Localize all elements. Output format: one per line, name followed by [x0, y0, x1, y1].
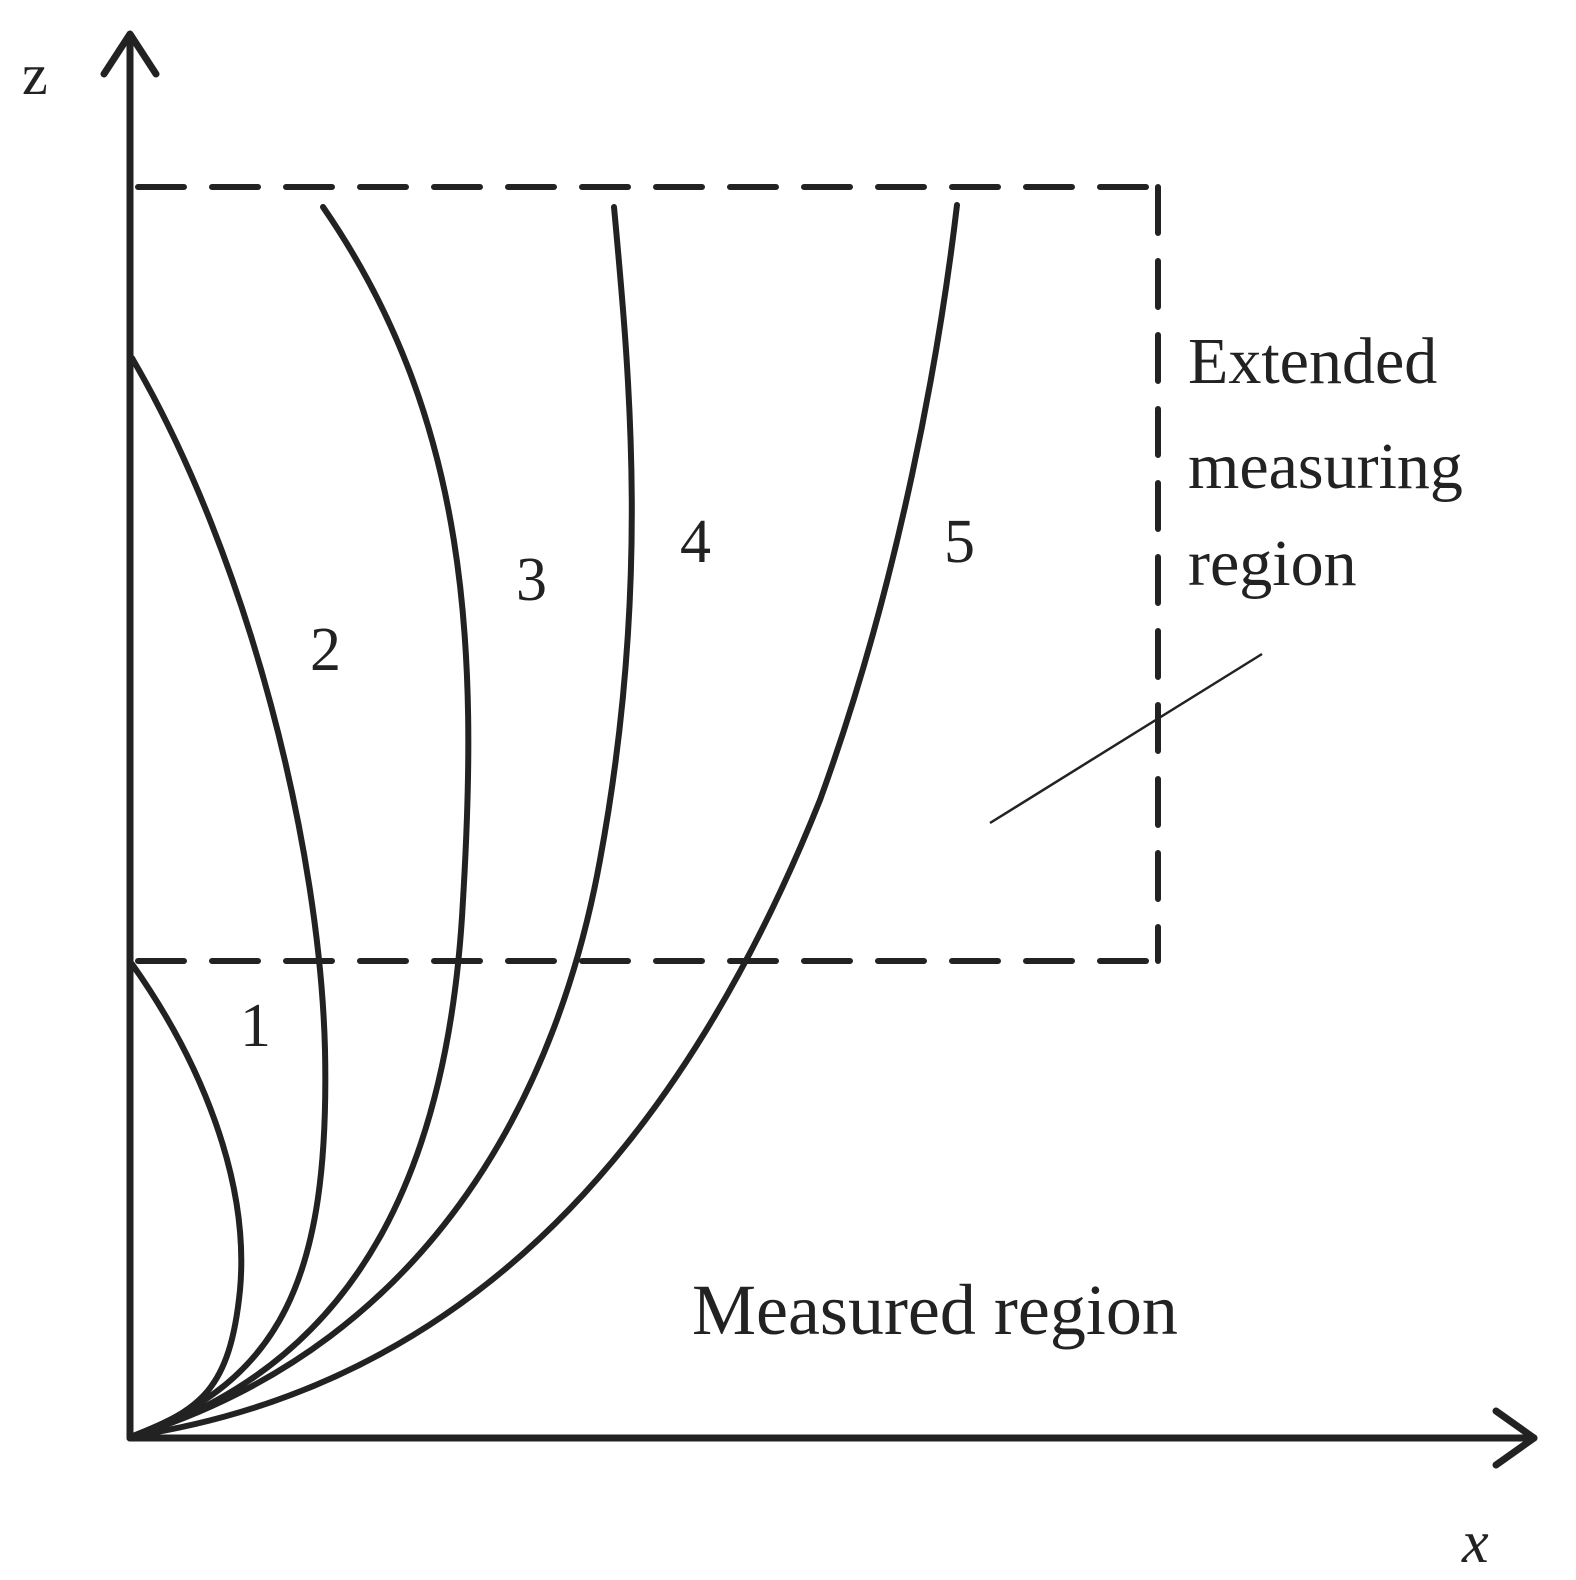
region-boundaries: [135, 184, 1161, 964]
z-axis-label: z: [22, 42, 48, 107]
axes: [100, 30, 1538, 1469]
z-axis-arrowhead: [100, 30, 160, 78]
curve-1: [129, 961, 245, 1439]
extended-region-label: Extended measuring region: [1188, 325, 1463, 600]
measured-region-label: Measured region: [692, 1270, 1178, 1350]
curve-label-2: 2: [310, 616, 341, 684]
curve-label-3: 3: [516, 546, 547, 614]
curve-5: [130, 202, 960, 1439]
curve-labels: 1 2 3 4 5: [240, 508, 975, 1060]
curve-label-5: 5: [944, 508, 975, 576]
x-axis-label: x: [1461, 1509, 1489, 1575]
x-axis-arrowhead: [1492, 1407, 1538, 1469]
curve-3: [130, 204, 472, 1439]
curves: [129, 202, 960, 1439]
extended-region-label-line-1: Extended: [1188, 325, 1437, 398]
extended-region-label-line-2: measuring: [1188, 430, 1463, 503]
curve-label-4: 4: [680, 508, 711, 576]
extended-region-leader-line: [989, 652, 1263, 825]
curve-label-1: 1: [240, 992, 271, 1060]
curve-2: [129, 355, 329, 1439]
curve-4: [130, 204, 635, 1439]
extended-region-label-line-3: region: [1188, 527, 1357, 600]
